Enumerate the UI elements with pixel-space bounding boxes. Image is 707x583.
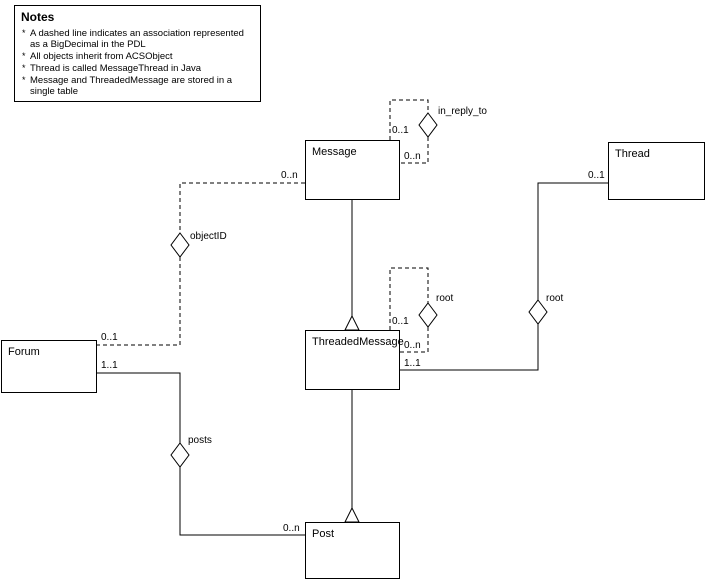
association-label-objectid: objectID: [190, 231, 227, 242]
mult-in-reply-to-target: 0..n: [404, 151, 421, 162]
class-name-post: Post: [312, 528, 335, 540]
class-name-threaded-message: ThreadedMessage: [312, 336, 404, 348]
association-label-root-thread: root: [546, 293, 564, 304]
mult-in-reply-to-source: 0..1: [392, 125, 409, 136]
notes-box: Notes A dashed line indicates an associa…: [14, 5, 261, 102]
notes-item: Thread is called MessageThread in Java: [21, 63, 254, 74]
notes-title: Notes: [21, 10, 55, 24]
diamond-root-thread: [528, 299, 548, 325]
generalization-arrow-threadedmessage: [344, 314, 360, 331]
class-box-post: Post: [305, 522, 400, 579]
class-name-thread: Thread: [615, 148, 650, 160]
notes-list: A dashed line indicates an association r…: [21, 28, 254, 97]
notes-item: A dashed line indicates an association r…: [21, 28, 254, 50]
mult-objectid-message: 0..n: [281, 170, 298, 181]
generalization-arrow-post: [344, 506, 360, 523]
mult-root-threaded-message: 1..1: [404, 358, 421, 369]
mult-objectid-forum: 0..1: [101, 332, 118, 343]
association-label-in-reply-to: in_reply_to: [438, 106, 487, 117]
class-box-message: Message: [305, 140, 400, 200]
class-box-threaded-message: ThreadedMessage: [305, 330, 404, 390]
association-label-root-self: root: [436, 293, 454, 304]
class-name-message: Message: [312, 146, 357, 158]
association-line-root-self: [389, 267, 429, 353]
class-box-forum: Forum: [1, 340, 97, 393]
association-line-objectid: [97, 182, 305, 346]
mult-root-thread: 0..1: [588, 170, 605, 181]
mult-posts-post: 0..n: [283, 523, 300, 534]
association-line-in-reply-to: [389, 99, 429, 164]
class-box-thread: Thread: [608, 142, 705, 200]
diamond-root-self: [418, 302, 438, 328]
mult-posts-forum: 1..1: [101, 360, 118, 371]
association-line-posts: [97, 372, 305, 536]
association-label-posts: posts: [188, 435, 212, 446]
notes-item: Message and ThreadedMessage are stored i…: [21, 75, 254, 97]
diamond-objectid: [170, 232, 190, 258]
mult-root-self-target: 0..n: [404, 340, 421, 351]
mult-root-self-source: 0..1: [392, 316, 409, 327]
diamond-in-reply-to: [418, 112, 438, 138]
class-name-forum: Forum: [8, 346, 40, 358]
notes-item: All objects inherit from ACSObject: [21, 51, 254, 62]
association-line-root-thread: [400, 182, 608, 371]
diamond-posts: [170, 442, 190, 468]
